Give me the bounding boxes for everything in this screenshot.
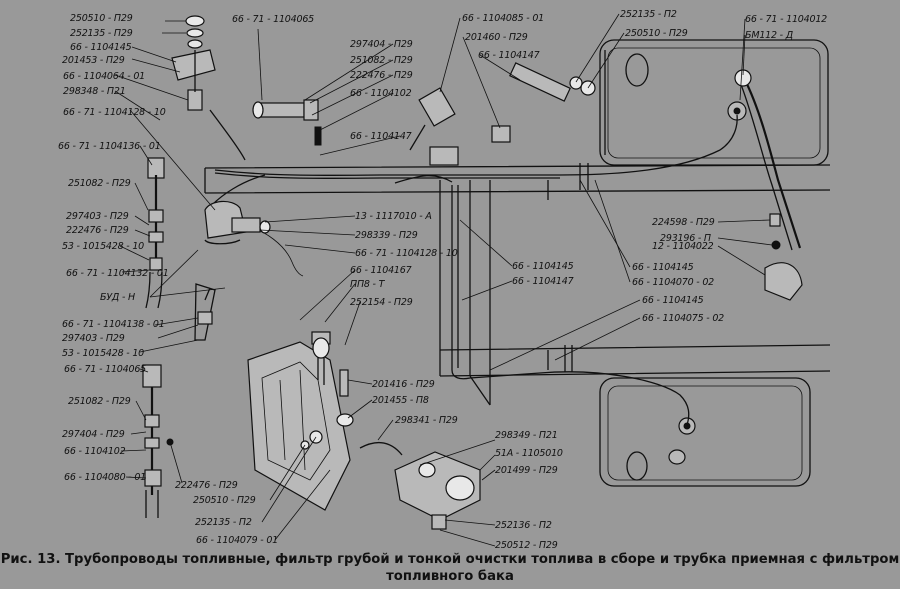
part-label: 297403 - П29 — [62, 333, 125, 344]
fine-filter — [311, 331, 481, 530]
part-label: 66 - 1104102 — [350, 88, 412, 99]
part-labels: 250510 - П29 252135 - П29 66 - 1104145 2… — [58, 9, 827, 550]
part-label: 12 - 1104022 — [652, 241, 714, 252]
part-label: 250510 - П29 — [193, 495, 256, 506]
part-label: 201453 - П29 — [62, 55, 125, 66]
mid-pipe-segment — [194, 283, 216, 341]
part-label: 250510 - П29 — [625, 28, 688, 39]
part-label: 66 - 1104145 — [512, 261, 574, 272]
part-label: 252154 - П29 — [350, 297, 413, 308]
part-label: 66 - 71 - 1104132 - 01 — [66, 268, 169, 279]
leader-lines — [114, 13, 773, 547]
part-label: 66 - 1104075 - 02 — [642, 313, 724, 324]
part-label: 66 - 1104064 - 01 — [63, 71, 145, 82]
part-label: 51А - 1105010 — [495, 448, 563, 459]
part-label: 298348 - П21 — [63, 86, 126, 97]
part-label: 66 - 1104145 — [632, 262, 694, 273]
part-label: 66 - 71 - 1104128 - 10 — [63, 107, 166, 118]
part-label: 66 - 1104145 — [70, 42, 132, 53]
part-label: 251082 - П29 — [350, 55, 413, 66]
part-label: 201455 - П8 — [372, 395, 429, 406]
part-label: 201416 - П29 — [372, 379, 435, 390]
top-left-fittings — [171, 15, 246, 161]
part-label: 293196 - П — [660, 233, 711, 244]
top-center-fittings — [252, 62, 596, 166]
part-label: БМ112 - Д — [745, 30, 793, 41]
part-label: 251082 - П29 — [68, 396, 131, 407]
part-label: 66 - 71 - 1104128 - 10 — [355, 248, 458, 259]
caption-line-2: топливного бака — [386, 569, 514, 584]
part-label: 250510 - П29 — [70, 13, 133, 24]
part-label: 297404 - П29 — [350, 39, 413, 50]
part-label: 250512 - П29 — [495, 540, 558, 550]
part-label: 66 - 71 - 1104138 - 01 — [62, 319, 165, 330]
part-label: 66 - 1104102 — [64, 446, 126, 457]
part-label: 222476 - П29 — [175, 480, 238, 491]
upper-fuel-tank — [599, 39, 829, 166]
coarse-filter-assembly — [204, 200, 271, 245]
part-label: 252136 - П2 — [495, 520, 552, 531]
left-pipe-lower — [142, 364, 174, 518]
part-label: 201460 - П29 — [465, 32, 528, 43]
part-label: 66 - 1104147 — [350, 131, 412, 142]
caption-line-1: Трубопроводы топливные, фильтр грубой и … — [65, 552, 900, 567]
part-label: 66 - 1104085 - 01 — [462, 13, 544, 24]
part-label: 222476 - П29 — [66, 225, 129, 236]
shield-plate — [247, 341, 351, 511]
part-label: 66 - 71 - 1104065 — [232, 14, 314, 25]
part-label: 224598 - П29 — [652, 217, 715, 228]
part-label: 222476 - П29 — [350, 70, 413, 81]
fuel-lines — [211, 114, 738, 426]
part-label: 252135 - П2 — [620, 9, 677, 20]
figure-number: Рис. 13. — [0, 552, 61, 567]
part-label: 66 - 1104147 — [478, 50, 540, 61]
part-label: 251082 - П29 — [68, 178, 131, 189]
part-label: 298349 - П21 — [495, 430, 558, 441]
part-label: 66 - 1104070 - 02 — [632, 277, 714, 288]
figure-caption: Рис. 13. Трубопроводы топливные, фильтр … — [0, 551, 900, 585]
part-label: 252135 - П2 — [195, 517, 252, 528]
part-label: 53 - 1015428 - 10 — [62, 348, 144, 359]
part-label: 297403 - П29 — [66, 211, 129, 222]
part-label: 66 - 71 - 1104136 - 01 — [58, 141, 161, 152]
part-label: 297404 - П29 — [62, 429, 125, 440]
part-label: 66 - 1104145 — [642, 295, 704, 306]
part-label: 66 - 71 - 1104012 — [745, 14, 827, 25]
part-label: 53 - 1015428 - 10 — [62, 241, 144, 252]
part-label: 66 - 1104080 - 01 — [64, 472, 146, 483]
part-label: 66 - 71 - 1104065 — [64, 364, 146, 375]
diagram-drawing: 250510 - П29 252135 - П29 66 - 1104145 2… — [58, 9, 831, 550]
part-label: БУД - Н — [100, 292, 135, 303]
part-label: 201499 - П29 — [495, 465, 558, 476]
lower-fuel-tank — [599, 377, 811, 487]
part-label: 66 - 1104147 — [512, 276, 574, 287]
part-label: 66 - 1104079 - 01 — [196, 535, 278, 546]
part-label: 13 - 1117010 - А — [355, 211, 432, 222]
left-pipe-upper — [145, 157, 165, 309]
part-label: 298341 - П29 — [395, 415, 458, 426]
part-label: 298339 - П29 — [355, 230, 418, 241]
part-label: 252135 - П29 — [70, 28, 133, 39]
tank-intake-parts — [734, 69, 803, 301]
part-label: 66 - 1104167 — [350, 265, 412, 276]
part-label: ПП8 - Т — [350, 279, 386, 290]
